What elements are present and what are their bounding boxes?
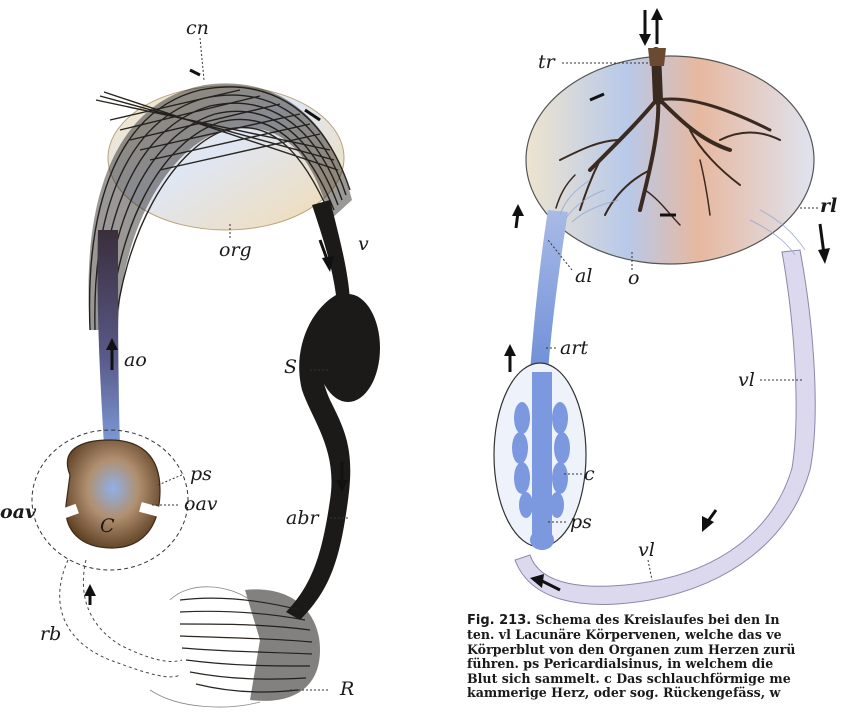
caption-line-6: kammerige Herz, oder sog. Rückengefäss, …: [467, 686, 853, 700]
label-v: v: [358, 233, 369, 255]
label-art: art: [560, 337, 588, 359]
label-cn: cn: [186, 17, 209, 39]
label-ps-right: ps: [570, 511, 592, 533]
label-oav: oav: [184, 493, 218, 515]
caption-line-2: ten. vl Lacunäre Körpervenen, welche das…: [467, 628, 853, 642]
left-vertebrate-circulation: [32, 38, 380, 707]
caption-fig-number: Fig. 213.: [467, 613, 531, 628]
right-insect-circulation: [494, 8, 830, 604]
aorta-vessel: [97, 230, 120, 445]
figure-caption: Fig. 213. Schema des Kreislaufes bei den…: [467, 613, 853, 724]
label-oav-bold: oav: [0, 501, 37, 523]
trachea-stub: [648, 48, 666, 66]
return-vessel-rb: [60, 560, 180, 677]
return-vessel-rb-inner: [83, 560, 182, 661]
label-R: R: [339, 678, 354, 700]
caption-line-3: Körperblut von den Organen zum Herzen zu…: [467, 643, 853, 657]
sinus-venosus: [316, 294, 380, 402]
label-c: c: [584, 463, 595, 485]
capillary-net-bottom-outline: [150, 587, 260, 707]
insect-organ-oval: [526, 56, 814, 264]
label-o: o: [628, 267, 639, 289]
caption-line-1: Fig. 213. Schema des Kreislaufes bei den…: [467, 613, 853, 628]
label-al: al: [575, 265, 592, 287]
label-ps: ps: [190, 463, 212, 485]
label-vl-upper: vl: [738, 369, 755, 391]
label-tr: tr: [538, 51, 557, 73]
caption-line-text: Schema des Kreislaufes bei den In: [531, 613, 779, 627]
label-rb: rb: [40, 623, 61, 645]
label-abr: abr: [286, 507, 320, 529]
label-C: C: [100, 515, 115, 537]
label-rl: rl: [820, 195, 837, 217]
label-vl-lower: vl: [638, 539, 655, 561]
caption-line-5: Blut sich sammelt. c Das schlauchförmige…: [467, 672, 853, 686]
label-S: S: [284, 356, 297, 378]
label-ao: ao: [124, 349, 147, 371]
caption-line-4: führen. ps Pericardialsinus, in welchem …: [467, 657, 853, 671]
label-org: org: [219, 239, 252, 261]
vein-vessel: [286, 200, 350, 620]
